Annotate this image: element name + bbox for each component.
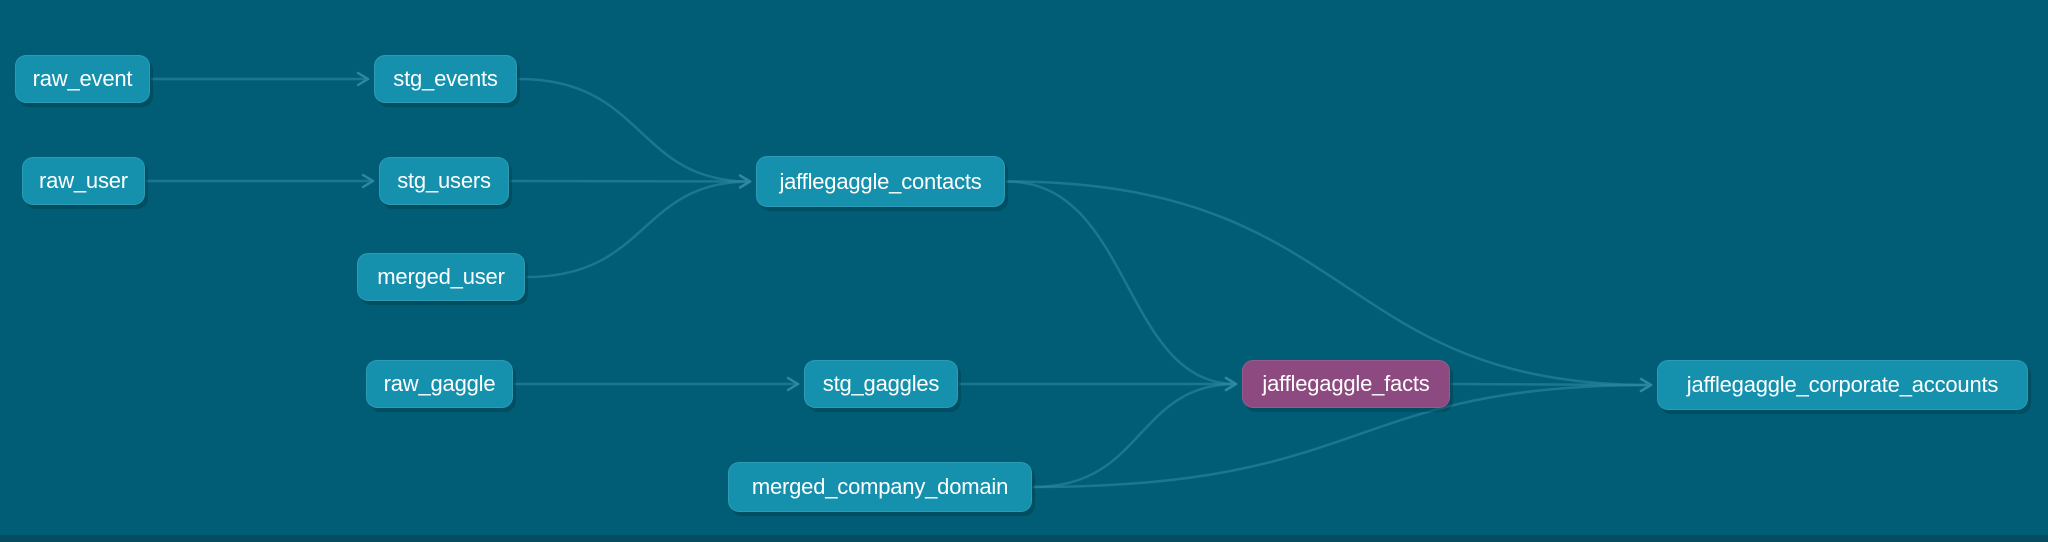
node-label: raw_user	[39, 168, 128, 193]
canvas-bottom-edge	[0, 535, 2048, 542]
node-label: jafflegaggle_corporate_accounts	[1686, 372, 1999, 397]
node-stg_users[interactable]: stg_users	[379, 157, 509, 205]
node-label: raw_gaggle	[383, 371, 496, 396]
node-label: merged_user	[377, 264, 505, 289]
node-label: stg_gaggles	[822, 371, 940, 396]
node-label: merged_company_domain	[751, 474, 1009, 499]
node-merged_company_domain[interactable]: merged_company_domain	[728, 462, 1032, 512]
node-stg_gaggles[interactable]: stg_gaggles	[804, 360, 958, 408]
edge-stg_users-to-jafflegaggle_contacts	[509, 174, 752, 189]
node-raw_user[interactable]: raw_user	[22, 157, 145, 205]
node-stg_events[interactable]: stg_events	[374, 55, 517, 103]
node-jafflegaggle_contacts[interactable]: jafflegaggle_contacts	[756, 156, 1005, 207]
node-jafflegaggle_corporate_accounts[interactable]: jafflegaggle_corporate_accounts	[1657, 360, 2028, 410]
node-label: jafflegaggle_facts	[1262, 371, 1430, 396]
node-raw_gaggle[interactable]: raw_gaggle	[366, 360, 513, 408]
node-label: stg_events	[393, 66, 498, 91]
edge-merged_company_domain-to-jafflegaggle_facts	[1032, 376, 1238, 489]
node-label: jafflegaggle_contacts	[779, 168, 982, 194]
edge-stg_events-to-jafflegaggle_contacts	[517, 77, 752, 189]
edge-jafflegaggle_contacts-to-jafflegaggle_corporate_accounts	[1005, 180, 1653, 393]
node-merged_user[interactable]: merged_user	[357, 253, 525, 301]
edge-merged_company_domain-to-jafflegaggle_corporate_accounts	[1032, 377, 1653, 489]
node-label: stg_users	[397, 168, 491, 193]
edge-jafflegaggle_contacts-to-jafflegaggle_facts	[1005, 180, 1238, 392]
node-jafflegaggle_facts[interactable]: jafflegaggle_facts	[1242, 360, 1450, 408]
node-label: raw_event	[32, 66, 133, 91]
edge-jafflegaggle_facts-to-jafflegaggle_corporate_accounts	[1450, 377, 1653, 393]
edge-merged_user-to-jafflegaggle_contacts	[525, 174, 752, 279]
node-raw_event[interactable]: raw_event	[15, 55, 150, 103]
